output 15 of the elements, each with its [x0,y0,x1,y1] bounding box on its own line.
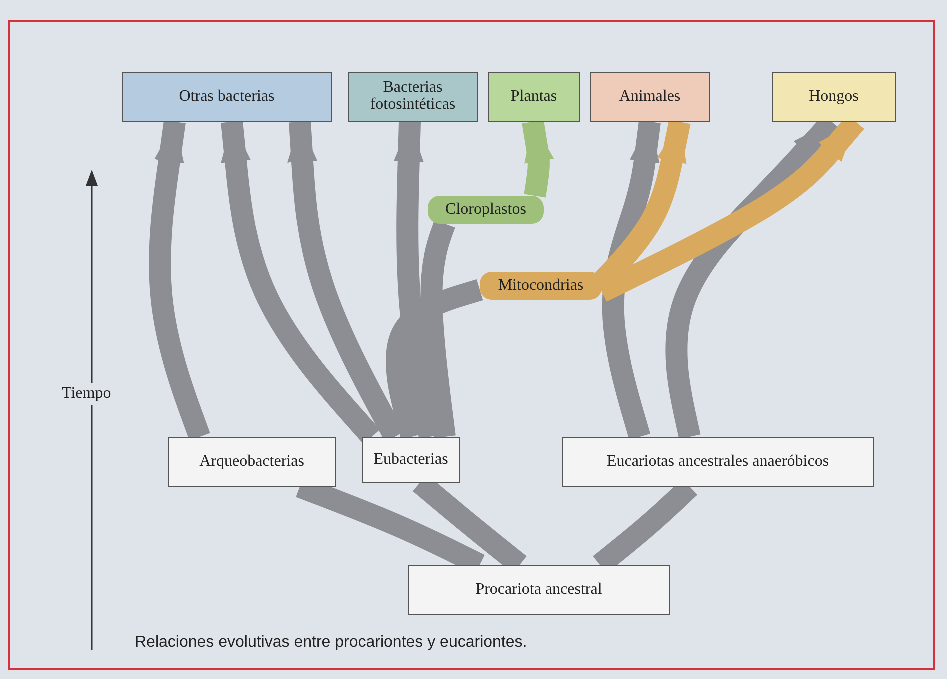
organelle-band: Cloroplastos [428,196,544,224]
axis-label: Tiempo [62,383,112,405]
organelle-band: Mitocondrias [480,272,602,300]
taxon-box: Eucariotas ancestrales anaeróbicos [562,437,874,487]
branch-band [386,279,484,440]
taxon-box: Plantas [488,72,580,122]
taxon-box: Arqueobacterias [168,437,336,487]
branch-band [420,220,456,438]
taxon-box: Eubacterias [362,437,460,483]
taxon-box: Hongos [772,72,896,122]
taxon-box: Bacterias fotosintéticas [348,72,478,122]
figure-caption: Relaciones evolutivas entre procariontes y eucariontes. [135,634,528,652]
taxon-box: Animales [590,72,710,122]
taxon-box: Otras bacterias [122,72,332,122]
taxon-box: Procariota ancestral [408,565,670,615]
